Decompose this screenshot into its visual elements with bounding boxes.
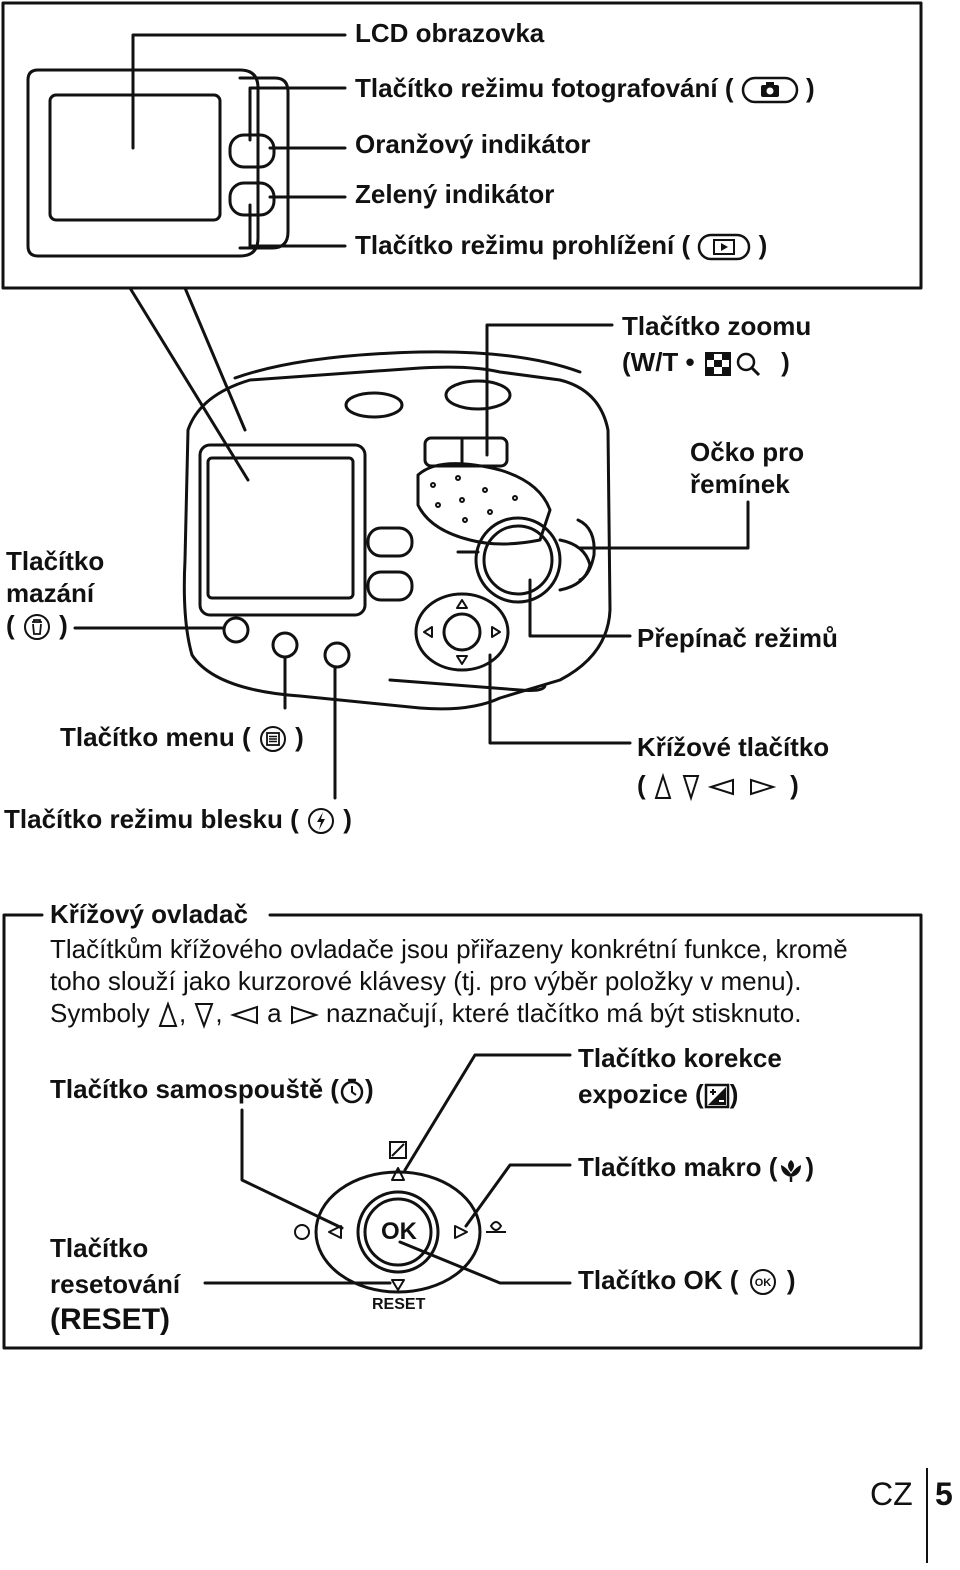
callout-line-left <box>128 286 250 482</box>
leader-zoom <box>485 323 614 457</box>
pad-ok-circle <box>356 1190 440 1274</box>
label-menu: Tlačítko menu ( ) <box>60 722 304 754</box>
label-reset: Tlačítko resetování (RESET) <box>50 1233 181 1336</box>
camera-play-button <box>366 570 414 602</box>
arrow-pad-line1: Tlačítkům křížového ovladače jsou přiřaz… <box>50 934 848 964</box>
arrow-pad-title: Křížový ovladač <box>50 899 248 929</box>
camera-flash-button <box>323 641 351 669</box>
label-zoom: Tlačítko zoomu (W/T • ) <box>622 311 812 378</box>
up-arrow-icon <box>157 1001 179 1029</box>
label-exposure: Tlačítko korekce expozice () <box>578 1043 782 1109</box>
lcd-panel-zoom <box>26 68 260 258</box>
footer-rule <box>926 1468 928 1563</box>
play-icon <box>697 233 751 261</box>
camera-icon <box>741 76 799 104</box>
label-mode-dial: Přepínač režimů <box>637 623 838 653</box>
down-arrow-icon <box>193 1001 215 1030</box>
camera-menu-button <box>271 631 299 659</box>
shoot-button-zoom <box>228 133 276 169</box>
label-shoot-mode: Tlačítko režimu fotografování ( ) <box>355 73 815 104</box>
leader-macro <box>464 1163 572 1228</box>
pad-outer <box>314 1170 482 1294</box>
label-ok: Tlačítko OK ( OK ) <box>578 1265 796 1297</box>
leader-ok <box>398 1240 572 1285</box>
label-flash: Tlačítko režimu blesku ( ) <box>4 804 352 836</box>
zoom-lever-top <box>444 379 512 411</box>
self-timer-icon <box>339 1077 365 1105</box>
svg-text:OK: OK <box>754 1277 771 1289</box>
leader-exposure <box>403 1053 572 1172</box>
label-erase: Tlačítko mazání ( ) <box>6 545 104 642</box>
leader-lcd <box>131 33 347 150</box>
trash-icon <box>22 612 52 642</box>
leader-shoot <box>248 86 347 142</box>
label-orange-indicator: Oranžový indikátor <box>355 129 591 159</box>
menu-icon <box>258 724 288 754</box>
label-green-indicator: Zelený indikátor <box>355 179 555 209</box>
play-button-zoom <box>228 181 276 217</box>
exposure-icon <box>704 1083 730 1109</box>
pad-ok-text: OK <box>381 1218 417 1245</box>
magnify-icon <box>702 350 774 378</box>
label-macro: Tlačítko makro () <box>578 1152 815 1183</box>
mode-dial <box>474 516 562 604</box>
right-arrow-icon <box>289 1003 319 1027</box>
label-lcd: LCD obrazovka <box>355 18 545 48</box>
callout-line-right <box>183 286 247 432</box>
leader-strap <box>578 500 750 550</box>
label-arrow-pad: Křížové tlačítko ( ) <box>637 728 829 804</box>
camera-lcd-screen <box>206 456 355 600</box>
leader-play <box>248 203 347 248</box>
camera-erase-button <box>222 616 250 644</box>
label-strap-eyelet: Očko pro řemínek <box>690 437 805 499</box>
shutter-button <box>344 391 404 419</box>
leader-mode <box>528 578 632 638</box>
lcd-screen-zoom <box>48 93 222 222</box>
speaker-panel <box>416 462 552 546</box>
arrow-pad-line2: toho slouží jako kurzorové klávesy (tj. … <box>50 966 802 996</box>
camera-ok-button <box>442 612 482 652</box>
lcd-side-panel-zoom <box>238 76 290 250</box>
camera-lcd-frame <box>198 443 367 617</box>
flash-icon <box>306 806 336 836</box>
macro-icon <box>777 1155 805 1183</box>
camera-arrow-pad <box>414 592 510 672</box>
lower-callout-frame <box>2 913 923 1350</box>
strap-eyelet <box>576 518 596 582</box>
camera-shoot-button <box>366 526 414 558</box>
page-number: 5 <box>935 1476 953 1512</box>
label-selftimer: Tlačítko samospouště () <box>50 1074 374 1105</box>
label-playback-mode: Tlačítko režimu prohlížení ( ) <box>355 230 768 261</box>
camera-body <box>182 365 612 711</box>
arrow-pad-line3: Symboly , , a naznačují, které tlačítko … <box>50 998 802 1030</box>
leader-arrow <box>488 653 632 745</box>
zoom-lever <box>423 436 509 468</box>
top-callout-frame <box>1 1 923 290</box>
pad-reset-caption: RESET <box>372 1296 426 1313</box>
ok-icon: OK <box>746 1267 780 1297</box>
leader-selftimer <box>240 1108 344 1230</box>
arrow-keys-icon <box>653 772 783 802</box>
camera-top-edge <box>233 350 582 380</box>
left-arrow-icon <box>229 1003 260 1027</box>
footer-language: CZ <box>870 1476 913 1512</box>
